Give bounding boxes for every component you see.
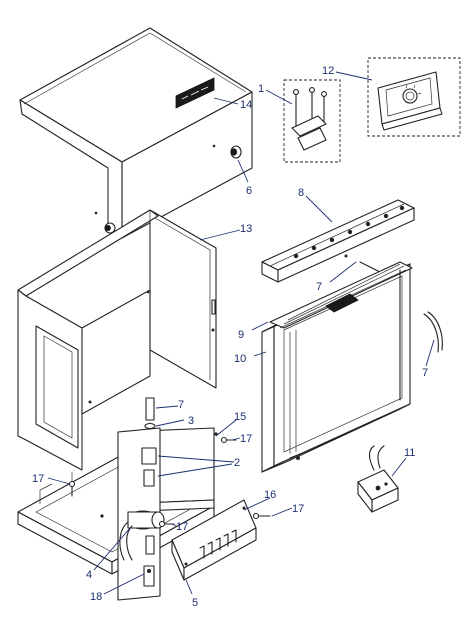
drain-tube: [423, 313, 439, 353]
access-cover: [171, 499, 257, 581]
callout-17-valve: 17: [176, 521, 188, 533]
pad-mesh: [325, 293, 359, 313]
callout-3: 3: [188, 415, 194, 427]
top-cover: [19, 27, 253, 239]
screws: [68, 436, 271, 528]
cabinet-body: [17, 209, 217, 471]
callout-16: 16: [264, 489, 276, 501]
callout-17-tray: 17: [32, 473, 44, 485]
callout-13: 13: [240, 223, 252, 235]
callout-10: 10: [234, 353, 246, 365]
callout-8: 8: [298, 187, 304, 199]
callout-17-cover: 17: [292, 503, 304, 515]
callout-2: 2: [234, 457, 240, 469]
callout-7-tube: 7: [422, 367, 428, 379]
callout-18: 18: [90, 591, 102, 603]
callout-17-plate: 17: [240, 433, 252, 445]
callout-14: 14: [240, 99, 252, 111]
evaporator-pad: [261, 261, 413, 473]
pipe-nipple: [145, 397, 155, 421]
bracket-kit: [283, 79, 341, 163]
callout-4: 4: [86, 569, 92, 581]
callout-7-pipe: 7: [178, 399, 184, 411]
callout-5: 5: [192, 597, 198, 609]
humidistat-kit: [367, 57, 461, 137]
callout-labels: 1 12 14 6 8 13 7 9 10 7 7 3 15 17 2 17 1…: [32, 65, 428, 609]
callout-15: 15: [234, 411, 246, 423]
callout-7-tray: 7: [316, 281, 322, 293]
transformer: [357, 445, 399, 513]
callout-12: 12: [322, 65, 334, 77]
callout-1: 1: [258, 83, 264, 95]
leader-lines: [47, 71, 435, 595]
valve-assembly: [117, 397, 165, 601]
callout-11: 11: [404, 447, 415, 459]
callout-9: 9: [238, 329, 244, 341]
distribution-tray: [261, 199, 415, 283]
callout-6: 6: [246, 185, 252, 197]
